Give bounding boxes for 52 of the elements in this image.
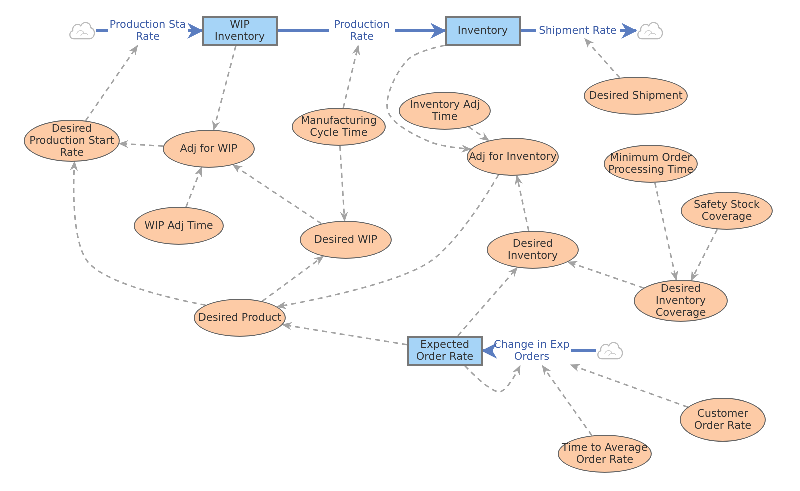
dashed-arrow (262, 256, 324, 302)
flow-pipe (620, 23, 638, 39)
flow-pipe (188, 23, 204, 39)
flow-pipe (96, 30, 108, 32)
dashed-arrow (468, 126, 490, 142)
dashed-arrow (186, 166, 202, 208)
stock-box: Expected Order Rate (407, 336, 483, 366)
dashed-arrow (542, 365, 593, 436)
dashed-arrow (212, 46, 237, 132)
dashed-arrow (232, 164, 322, 224)
flow-pipe (395, 23, 447, 39)
dashed-arrow (584, 38, 620, 78)
variable-ellipse: WIP Adj Time (134, 207, 224, 245)
variable-ellipse: Desired Inventory (487, 231, 579, 269)
dashed-arrow (276, 174, 500, 310)
variable-ellipse: Desired WIP (300, 221, 392, 259)
variable-ellipse: Adj for Inventory (467, 138, 559, 176)
dashed-arrow (464, 365, 521, 393)
flow-label: Production Sta Rate (108, 16, 188, 46)
flow-label: Change in Exp Orders (493, 336, 571, 366)
flow-pipe (278, 30, 329, 32)
stock-box: WIP Inventory (202, 16, 278, 46)
dashed-arrow (342, 45, 360, 108)
variable-ellipse: Manufacturing Cycle Time (292, 108, 386, 146)
variable-ellipse: Customer Order Rate (680, 398, 766, 442)
dashed-arrow (85, 45, 138, 122)
flow-label: Shipment Rate (536, 23, 620, 39)
variable-ellipse: Minimum Order Processing Time (604, 145, 698, 183)
dashed-arrow (282, 322, 408, 346)
variable-ellipse: Desired Product (194, 299, 286, 337)
variable-ellipse: Adj for WIP (163, 130, 255, 168)
dashed-arrow (570, 364, 688, 408)
dashed-arrow (690, 229, 718, 282)
variable-ellipse: Time to Average Order Rate (558, 435, 652, 473)
dashed-arrow (458, 267, 518, 336)
flow-pipe (571, 350, 596, 352)
dashed-arrow (386, 44, 472, 153)
variable-ellipse: Desired Inventory Coverage (634, 280, 728, 322)
variable-ellipse: Safety Stock Coverage (681, 192, 773, 230)
dashed-arrow (70, 160, 206, 306)
variable-ellipse: Desired Production Start Rate (24, 120, 120, 162)
variable-ellipse: Inventory Adj Time (399, 92, 491, 130)
stock-box: Inventory (445, 16, 521, 46)
flow-label: Production Rate (329, 16, 395, 46)
flow-pipe (481, 343, 498, 359)
dashed-arrow (654, 182, 678, 282)
dashed-arrow (515, 174, 530, 232)
variable-ellipse: Desired Shipment (584, 77, 688, 115)
dashed-arrow (567, 261, 644, 289)
dashed-arrow (118, 140, 164, 148)
dashed-arrow (339, 146, 348, 222)
flow-pipe (521, 30, 536, 32)
